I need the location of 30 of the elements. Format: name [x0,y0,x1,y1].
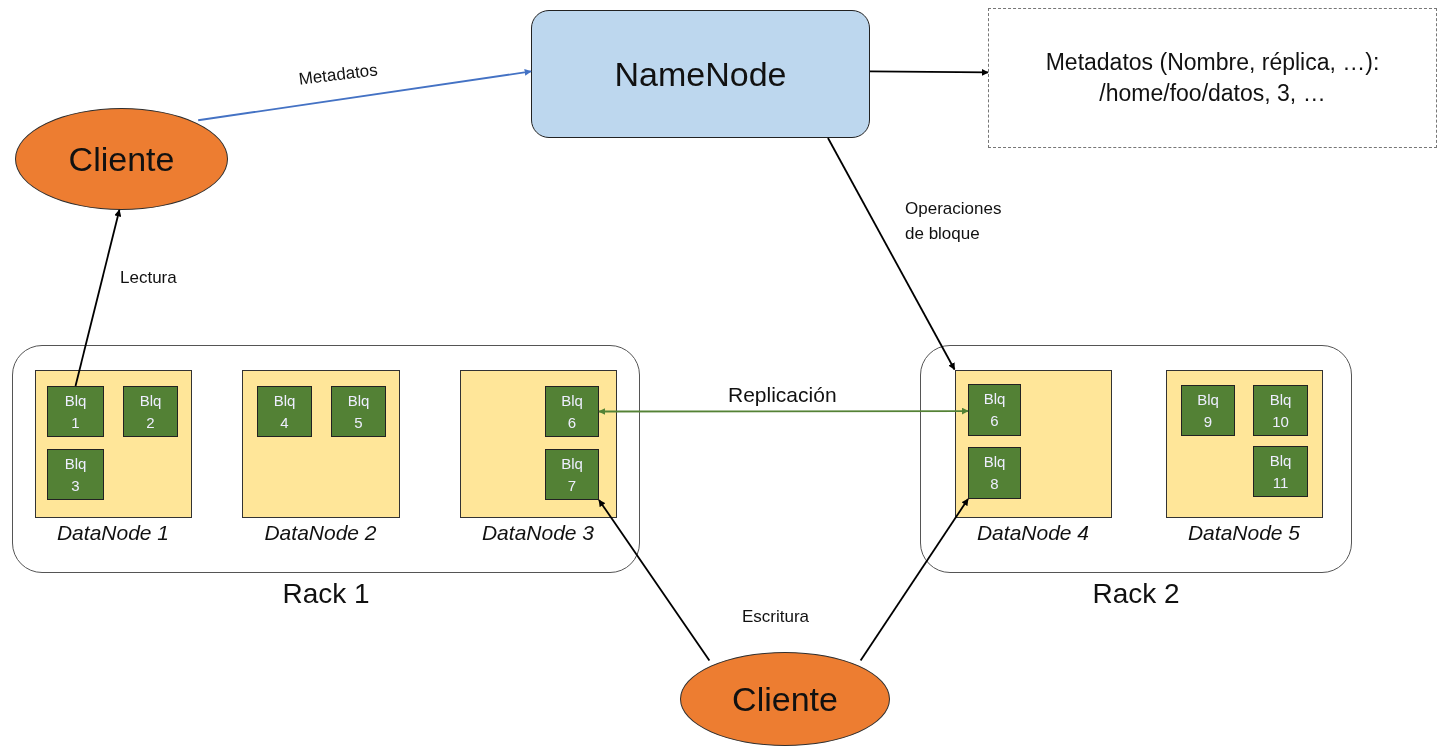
datanode-label: DataNode 1 [55,520,171,545]
rack-label: Rack 1 [281,578,371,610]
namenode-box: NameNode [531,10,870,138]
block-box: Blq 6 [968,384,1021,436]
datanode-label: DataNode 5 [1186,520,1302,545]
arrow [598,499,711,662]
block-box: Blq 2 [123,386,178,437]
datanode-label: DataNode 3 [480,520,596,545]
block-box: Blq 4 [257,386,312,437]
block-box: Blq 1 [47,386,104,437]
rack-label: Rack 2 [1091,578,1181,610]
block-box: Blq 8 [968,447,1021,499]
arrow [598,407,969,415]
block-box: Blq 5 [331,386,386,437]
datanode-label: DataNode 2 [263,520,378,545]
client-ellipse: Cliente [680,652,890,746]
arrow [859,498,969,662]
block-box: Blq 10 [1253,385,1308,436]
block-box: Blq 7 [545,449,599,500]
metadata-box: Metadatos (Nombre, réplica, …): /home/foo/datos, 3, … [988,8,1437,148]
arrow [827,137,956,371]
block-box: Blq 3 [47,449,104,500]
client-ellipse: Cliente [15,108,228,210]
block-box: Blq 6 [545,386,599,437]
arrow [197,68,532,122]
datanode-label: DataNode 4 [975,520,1091,545]
arrow [869,68,989,76]
block-box: Blq 11 [1253,446,1308,497]
block-box: Blq 9 [1181,385,1235,436]
arrow [74,209,122,387]
